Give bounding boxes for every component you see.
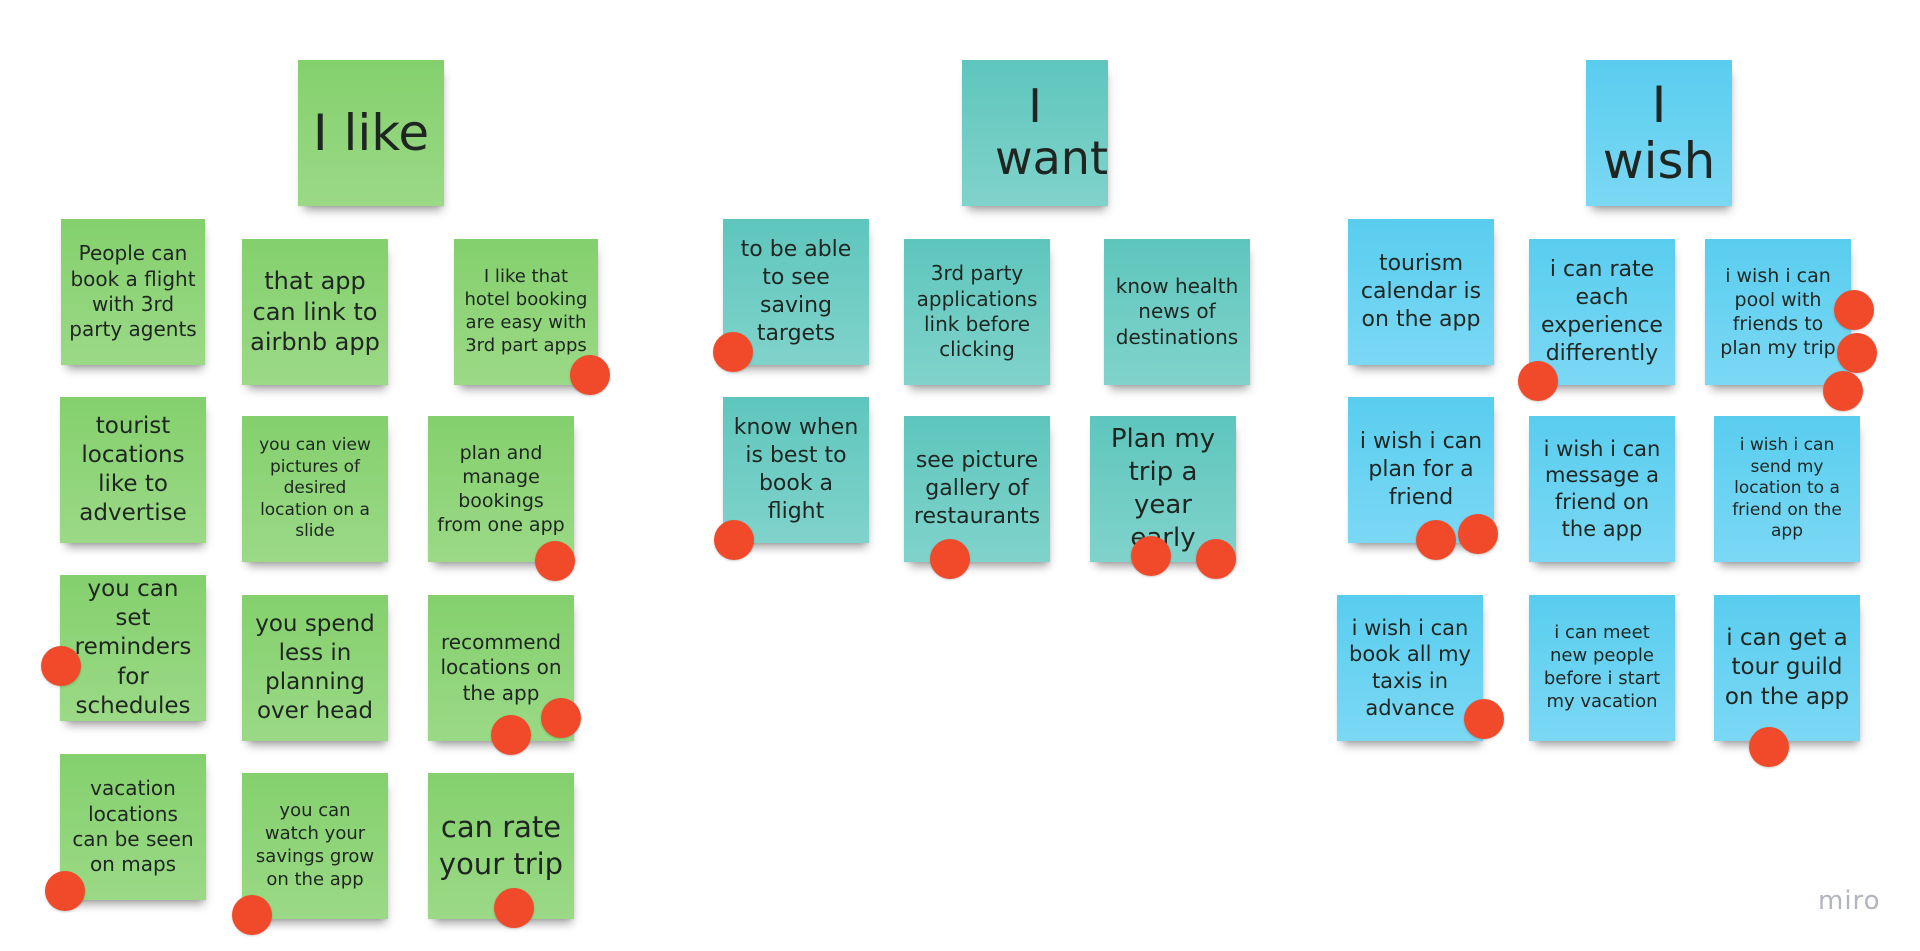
- vote-dot[interactable]: [1823, 371, 1863, 411]
- vote-dot[interactable]: [232, 895, 272, 935]
- sticky-note[interactable]: you can set reminders for schedules: [60, 575, 206, 721]
- vote-dot[interactable]: [1834, 290, 1874, 330]
- sticky-note-text: know when is best to book a flight: [733, 415, 859, 524]
- header-note-i-want[interactable]: I want: [962, 60, 1108, 206]
- vote-dot[interactable]: [570, 355, 610, 395]
- sticky-note[interactable]: tourism calendar is on the app: [1348, 219, 1494, 365]
- sticky-note-text: i wish i can message a friend on the app: [1543, 436, 1661, 541]
- sticky-note-text: vacation locations can be seen on maps: [72, 776, 194, 877]
- vote-dot[interactable]: [491, 715, 531, 755]
- vote-dot[interactable]: [1458, 514, 1498, 554]
- vote-dot[interactable]: [1416, 520, 1456, 560]
- sticky-note[interactable]: i can get a tour guild on the app: [1714, 595, 1860, 741]
- sticky-note-text: tourist locations like to advertise: [79, 412, 187, 527]
- sticky-note-text: tourism calendar is on the app: [1360, 251, 1482, 332]
- vote-dot[interactable]: [41, 646, 81, 686]
- header-note-text: I like: [312, 104, 430, 162]
- sticky-note-text: i can meet new people before i start my …: [1543, 622, 1661, 712]
- sticky-note[interactable]: plan and manage bookings from one app: [428, 416, 574, 562]
- sticky-note-text: i can rate each experience differently: [1541, 257, 1663, 366]
- sticky-note-text: i can get a tour guild on the app: [1724, 625, 1850, 710]
- vote-dot[interactable]: [1196, 539, 1236, 579]
- vote-dot[interactable]: [713, 332, 753, 372]
- sticky-note-text: i wish i can book all my taxis in advanc…: [1349, 615, 1471, 720]
- vote-dot[interactable]: [1518, 361, 1558, 401]
- sticky-note-text: I like that hotel booking are easy with …: [464, 266, 588, 356]
- sticky-note-text: can rate your trip: [438, 810, 564, 881]
- vote-dot[interactable]: [1837, 333, 1877, 373]
- sticky-note[interactable]: know when is best to book a flight: [723, 397, 869, 543]
- sticky-note-text: plan and manage bookings from one app: [437, 441, 565, 537]
- sticky-note[interactable]: you spend less in planning over head: [242, 595, 388, 741]
- sticky-note[interactable]: Plan my trip a year early: [1090, 416, 1236, 562]
- sticky-note-text: you can view pictures of desired locatio…: [259, 435, 371, 542]
- sticky-note[interactable]: i wish i can send my location to a frien…: [1714, 416, 1860, 562]
- sticky-note-text: i wish i can pool with friends to plan m…: [1720, 264, 1836, 360]
- header-note-i-wish[interactable]: I wish: [1586, 60, 1732, 206]
- sticky-note[interactable]: 3rd party applications link before click…: [904, 239, 1050, 385]
- sticky-note-text: you spend less in planning over head: [255, 610, 375, 725]
- sticky-note-text: you can set reminders for schedules: [74, 576, 192, 719]
- sticky-note-text: People can book a flight with 3rd party …: [69, 241, 197, 342]
- vote-dot[interactable]: [535, 541, 575, 581]
- sticky-note-text: see picture gallery of restaurants: [913, 448, 1041, 529]
- sticky-note[interactable]: you can watch your savings grow on the a…: [242, 773, 388, 919]
- sticky-note[interactable]: i wish i can message a friend on the app: [1529, 416, 1675, 562]
- sticky-note[interactable]: know health news of destinations: [1104, 239, 1250, 385]
- header-note-text: I want: [995, 79, 1109, 185]
- vote-dot[interactable]: [1749, 727, 1789, 767]
- sticky-note[interactable]: People can book a flight with 3rd party …: [61, 219, 205, 365]
- sticky-note[interactable]: i can rate each experience differently: [1529, 239, 1675, 385]
- sticky-note[interactable]: you can view pictures of desired locatio…: [242, 416, 388, 562]
- sticky-note[interactable]: i can meet new people before i start my …: [1529, 595, 1675, 741]
- sticky-note-text: to be able to see saving targets: [740, 237, 852, 346]
- header-note-text: I wish: [1602, 76, 1716, 190]
- sticky-note[interactable]: see picture gallery of restaurants: [904, 416, 1050, 562]
- sticky-note-text: that app can link to airbnb app: [250, 267, 380, 357]
- vote-dot[interactable]: [930, 539, 970, 579]
- sticky-note-text: you can watch your savings grow on the a…: [255, 800, 375, 890]
- sticky-note-text: i wish i can plan for a friend: [1359, 429, 1483, 510]
- vote-dot[interactable]: [1464, 699, 1504, 739]
- vote-dot[interactable]: [541, 698, 581, 738]
- vote-dot[interactable]: [494, 888, 534, 928]
- vote-dot[interactable]: [45, 871, 85, 911]
- sticky-note[interactable]: i wish i can pool with friends to plan m…: [1705, 239, 1851, 385]
- sticky-note-text: recommend locations on the app: [440, 629, 562, 705]
- sticky-note[interactable]: that app can link to airbnb app: [242, 239, 388, 385]
- sticky-note-text: know health news of destinations: [1115, 273, 1239, 349]
- sticky-note[interactable]: I like that hotel booking are easy with …: [454, 239, 598, 385]
- miro-logo: miro: [1818, 886, 1881, 916]
- vote-dot[interactable]: [714, 520, 754, 560]
- sticky-note[interactable]: vacation locations can be seen on maps: [60, 754, 206, 900]
- sticky-note[interactable]: tourist locations like to advertise: [60, 397, 206, 543]
- header-note-i-like[interactable]: I like: [298, 60, 444, 206]
- sticky-note[interactable]: i wish i can book all my taxis in advanc…: [1337, 595, 1483, 741]
- sticky-note-text: 3rd party applications link before click…: [916, 261, 1038, 362]
- sticky-note-text: i wish i can send my location to a frien…: [1732, 435, 1842, 542]
- vote-dot[interactable]: [1131, 536, 1171, 576]
- sticky-note-text: Plan my trip a year early: [1110, 423, 1216, 554]
